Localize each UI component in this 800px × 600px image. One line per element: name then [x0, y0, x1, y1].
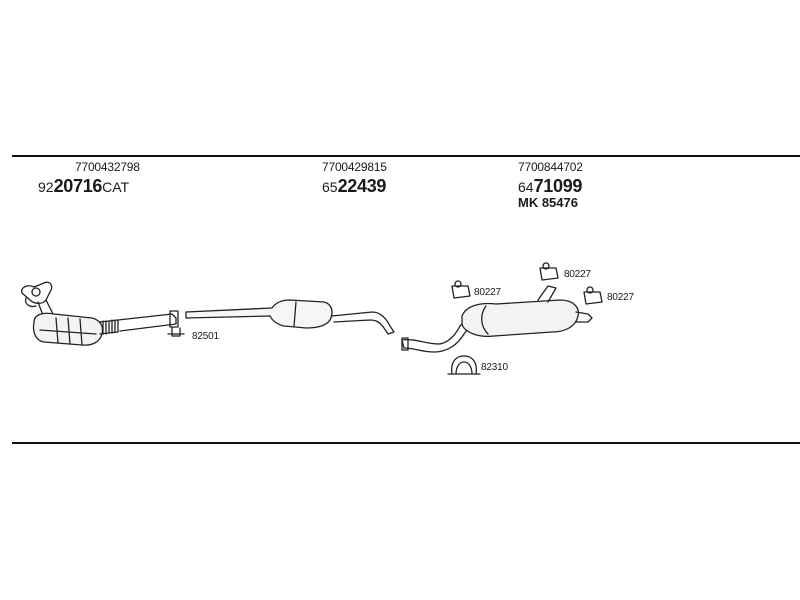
- part-2-code-prefix: 65: [322, 179, 338, 195]
- callout-mount-80227-b: 80227: [564, 269, 591, 280]
- catalytic-converter-icon: [32, 312, 104, 346]
- part-2-code-main: 22439: [337, 176, 387, 196]
- top-divider-line: [12, 155, 800, 157]
- part-2-code: 6522439: [322, 176, 386, 197]
- callout-ring-82310: 82310: [481, 362, 508, 373]
- part-1-code-main: 20716: [53, 176, 103, 196]
- part-3-code: 6471099: [518, 176, 582, 197]
- bottom-divider-line: [12, 442, 800, 444]
- front-pipe-icon: [117, 313, 177, 332]
- clamp-icon: [167, 310, 185, 337]
- rubber-mount-icon-1: [451, 280, 471, 299]
- part-1-code-suffix: CAT: [102, 179, 130, 195]
- rear-hanger-bracket-icon: [537, 285, 557, 303]
- rear-tailpipe-icon: [575, 311, 593, 323]
- part-3-oem-number: 7700844702: [518, 160, 583, 174]
- part-2-oem-number: 7700429815: [322, 160, 387, 174]
- rubber-mount-icon-3: [583, 286, 603, 305]
- callout-clamp-82501: 82501: [192, 331, 219, 342]
- part-1-code-prefix: 92: [38, 179, 54, 195]
- part-1-code: 9220716CAT: [38, 176, 129, 197]
- part-3-code-main: 71099: [533, 176, 583, 196]
- callout-mount-80227-a: 80227: [474, 287, 501, 298]
- rear-silencer-icon: [461, 299, 580, 338]
- flex-joint-icon: [99, 319, 119, 335]
- part-3-mounting-kit: MK 85476: [518, 195, 578, 210]
- rear-silencer-end-icon: [481, 305, 489, 335]
- rubber-mount-icon-2: [539, 262, 559, 281]
- part-3-code-prefix: 64: [518, 179, 534, 195]
- middle-tailpipe-icon: [331, 311, 395, 335]
- middle-silencer-seam-icon: [293, 301, 297, 327]
- rear-inlet-pipe-icon: [401, 319, 471, 353]
- part-1-oem-number: 7700432798: [75, 160, 140, 174]
- rear-pipe-flange-icon: [401, 337, 409, 351]
- hanger-ring-icon: [447, 355, 481, 375]
- middle-silencer-icon: [185, 299, 333, 329]
- callout-mount-80227-c: 80227: [607, 292, 634, 303]
